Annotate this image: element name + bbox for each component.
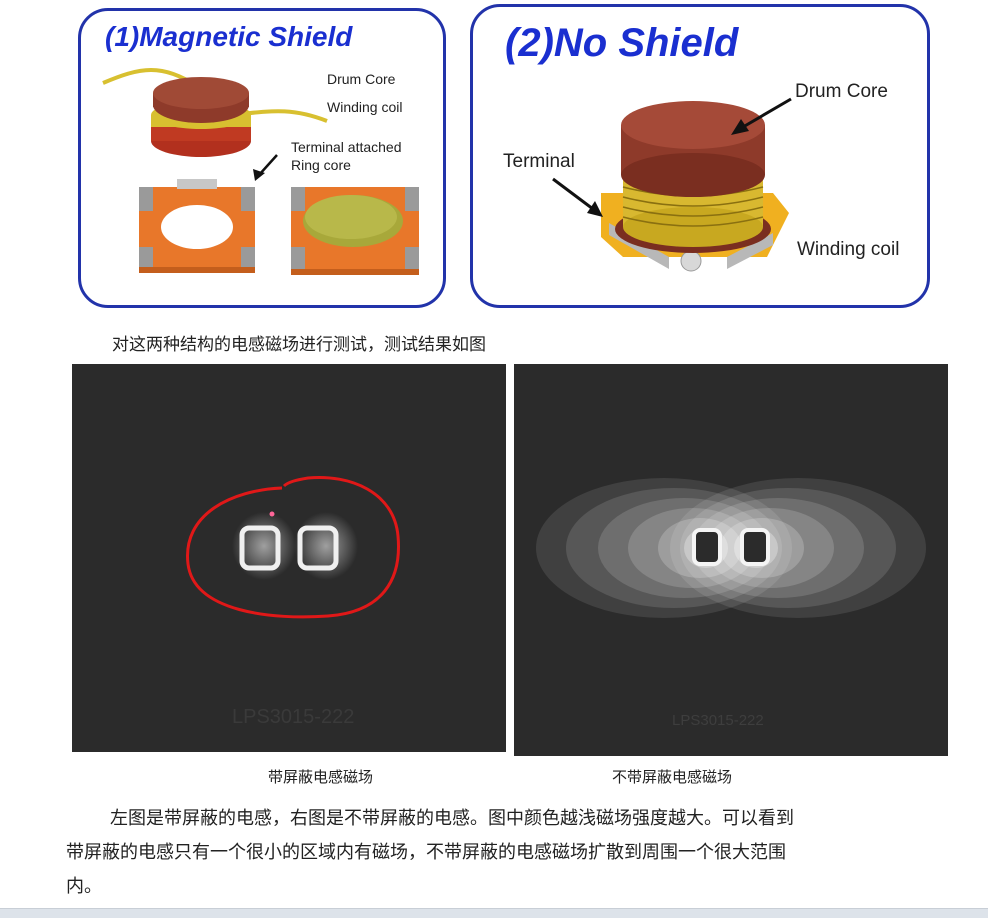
label-drum-core: Drum Core	[327, 71, 396, 87]
unshielded-field-plot	[536, 478, 926, 618]
label-ring-core: Ring core	[291, 157, 351, 173]
label-terminal: Terminal	[503, 151, 575, 172]
explanation-paragraph: 左图是带屏蔽的电感，右图是不带屏蔽的电感。图中颜色越浅磁场强度越大。可以看到 带…	[66, 802, 966, 904]
unshielded-field-image: LPS3015-222	[514, 364, 948, 756]
label-winding-coil-2: Winding coil	[797, 239, 900, 260]
label-winding-coil: Winding coil	[327, 99, 403, 115]
shielded-inductor-illustration	[102, 68, 419, 275]
unshielded-inductor-illustration	[552, 97, 792, 272]
label-drum-core-2: Drum Core	[795, 81, 888, 102]
unshielded-watermark: LPS3015-222	[672, 712, 764, 729]
no-shield-panel: (2)No Shield Drum Core Terminal Winding …	[470, 4, 930, 308]
paragraph-line-3: 内。	[66, 876, 102, 897]
intro-text: 对这两种结构的电感磁场进行测试，测试结果如图	[112, 335, 486, 355]
magnetic-shield-title: (1)Magnetic Shield	[105, 21, 353, 52]
shielded-field-image: LPS3015-222	[72, 364, 506, 752]
magnetic-shield-panel: (1)Magnetic Shield Drum Core Winding coi…	[78, 8, 446, 308]
paragraph-line-1: 左图是带屏蔽的电感，右图是不带屏蔽的电感。图中颜色越浅磁场强度越大。可以看到	[110, 808, 794, 829]
bottom-scrollbar-edge	[0, 908, 988, 918]
shielded-caption: 带屏蔽电感磁场	[268, 768, 374, 786]
no-shield-title: (2)No Shield	[505, 21, 739, 65]
shielded-field-plot	[186, 475, 400, 619]
label-terminal-attached: Terminal attached	[291, 139, 402, 155]
shielded-watermark: LPS3015-222	[232, 706, 355, 728]
unshielded-caption: 不带屏蔽电感磁场	[612, 768, 733, 786]
paragraph-line-2: 带屏蔽的电感只有一个很小的区域内有磁场，不带屏蔽的电感磁场扩散到周围一个很大范围	[66, 842, 786, 863]
